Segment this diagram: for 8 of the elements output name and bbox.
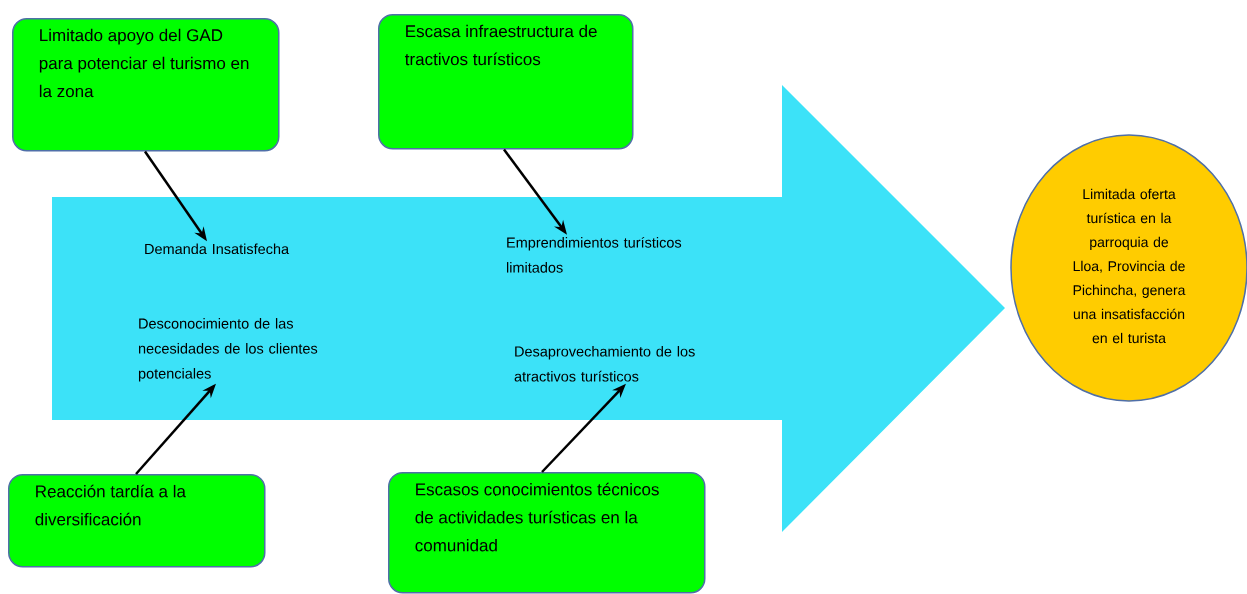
cause-text: Desaprovechamiento de los atractivos turísticos: [514, 345, 695, 382]
cause-box: Limitado apoyo del GAD para potenciar el turismo en la zona: [12, 18, 280, 152]
cause-box: Escasa infraestructura de tractivos turísticos: [378, 14, 634, 150]
cause-text: Emprendimientos turísticos limitados: [507, 236, 682, 273]
cause-text: Desconocimiento de las necesidades de los clientes potenciales: [138, 318, 318, 382]
cause-text: Demanda Insatisfecha: [145, 243, 290, 255]
cause-box: Reacción tardía a la diversificación: [8, 474, 266, 568]
cause-box: Escasos conocimientos técnicos de actividades turísticas en la comunidad: [388, 472, 706, 594]
